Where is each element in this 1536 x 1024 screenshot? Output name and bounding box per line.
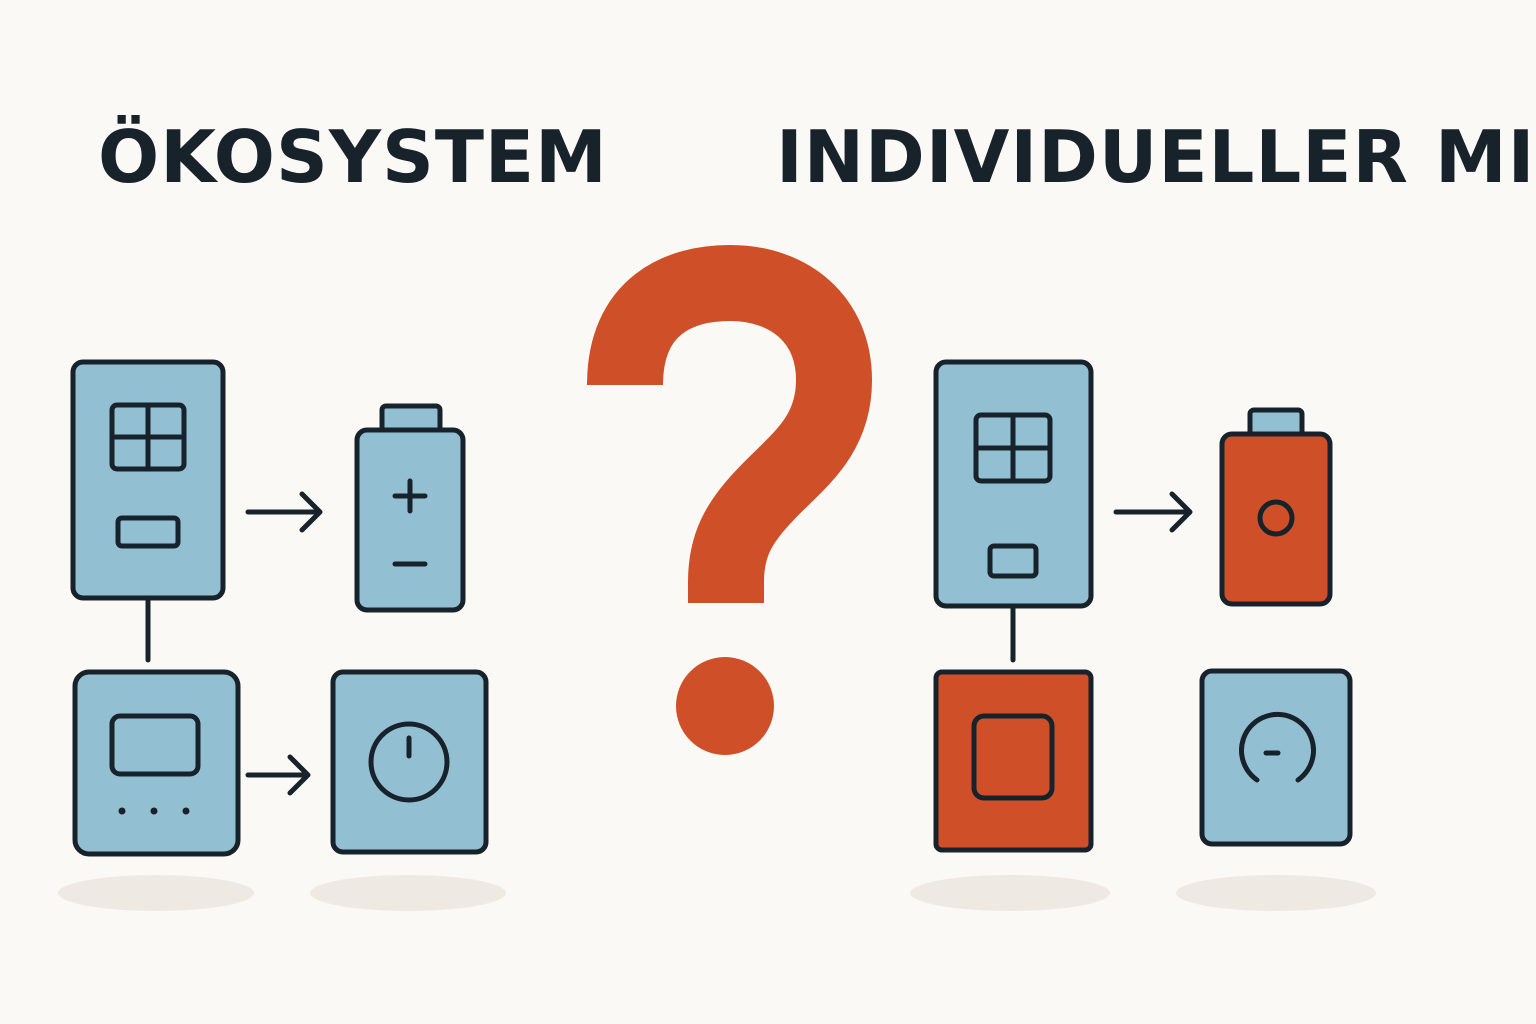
battery-icon bbox=[354, 403, 466, 613]
solar-inverter-icon bbox=[933, 359, 1094, 609]
individual-mix-title: INDIVIDUELLER MIX bbox=[776, 115, 1536, 199]
wallbox-icon bbox=[933, 669, 1094, 853]
gauge-icon bbox=[1199, 668, 1353, 847]
shadow-left-1 bbox=[58, 875, 254, 911]
controller-icon bbox=[72, 669, 241, 857]
ecosystem-title: ÖKOSYSTEM bbox=[98, 115, 608, 199]
question-mark-icon bbox=[587, 245, 872, 755]
shadow-right-1 bbox=[910, 875, 1110, 911]
arrow-right-icon bbox=[245, 491, 323, 533]
shadow-right-2 bbox=[1176, 875, 1376, 911]
battery-icon bbox=[1219, 407, 1333, 607]
energy-meter-icon bbox=[330, 669, 489, 855]
solar-inverter-icon bbox=[70, 359, 226, 601]
individual-mix-group bbox=[910, 359, 1376, 911]
arrow-right-icon bbox=[245, 754, 311, 796]
arrow-right-icon bbox=[1113, 491, 1193, 533]
ecosystem-group bbox=[58, 359, 506, 911]
shadow-left-2 bbox=[310, 875, 506, 911]
